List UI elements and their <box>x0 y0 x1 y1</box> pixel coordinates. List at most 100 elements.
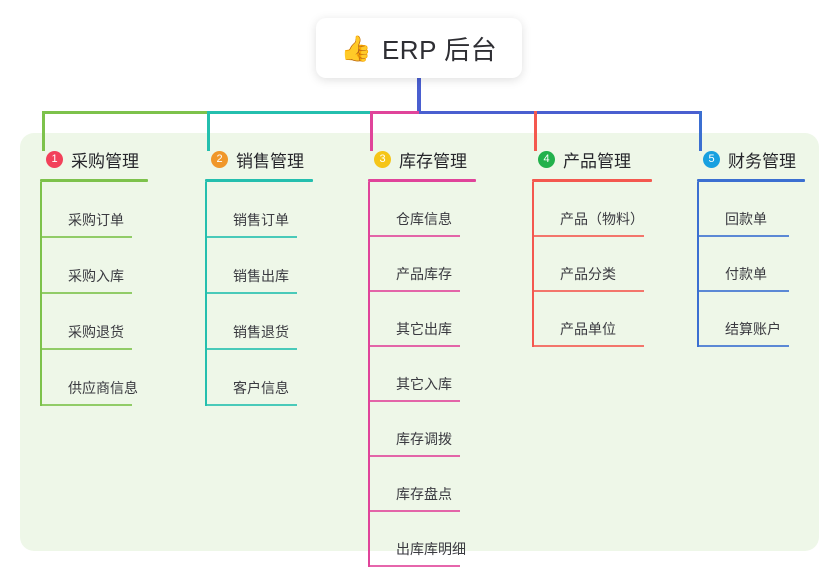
modules-panel <box>20 133 819 551</box>
module-item-label: 回款单 <box>725 211 767 227</box>
module-title-5: 财务管理 <box>728 151 796 171</box>
module-item[interactable]: 库存盘点 <box>368 457 476 512</box>
module-item-label: 采购退货 <box>68 324 124 340</box>
module-item[interactable]: 库存调拨 <box>368 402 476 457</box>
module-item[interactable]: 其它入库 <box>368 347 476 402</box>
module-header-5[interactable]: 5 财务管理 <box>697 146 805 172</box>
module-item-label: 仓库信息 <box>396 211 452 227</box>
module-item-label: 库存调拨 <box>396 431 452 447</box>
module-item-list-2: 销售订单销售出库销售退货客户信息 <box>205 182 313 406</box>
module-item[interactable]: 销售退货 <box>205 294 313 350</box>
module-title-1: 采购管理 <box>71 151 139 171</box>
module-item-rule <box>368 510 460 512</box>
drop-line-5 <box>699 111 702 151</box>
module-item-rule <box>697 345 789 347</box>
module-item-label: 结算账户 <box>725 321 781 337</box>
module-item-rule <box>532 290 644 292</box>
module-item[interactable]: 出库库明细 <box>368 512 476 567</box>
module-spine-1 <box>40 182 42 406</box>
module-item[interactable]: 回款单 <box>697 182 805 237</box>
module-header-rule-3 <box>368 179 476 182</box>
module-item-label: 库存盘点 <box>396 486 452 502</box>
module-item-rule <box>368 565 460 567</box>
module-item[interactable]: 产品（物料） <box>532 182 652 237</box>
module-item-label: 采购入库 <box>68 268 124 284</box>
drop-line-1 <box>42 111 45 151</box>
module-item-rule <box>205 404 297 406</box>
module-item-rule <box>368 400 460 402</box>
module-item-rule <box>532 345 644 347</box>
module-item-label: 产品单位 <box>560 321 616 337</box>
module-item-label: 其它入库 <box>396 376 452 392</box>
module-item-rule <box>40 236 132 238</box>
module-item[interactable]: 销售订单 <box>205 182 313 238</box>
module-item[interactable]: 仓库信息 <box>368 182 476 237</box>
module-item-label: 其它出库 <box>396 321 452 337</box>
module-header-rule-1 <box>40 179 148 182</box>
drop-line-3 <box>370 111 373 151</box>
module-header-1[interactable]: 1 采购管理 <box>40 146 148 172</box>
module-item-label: 供应商信息 <box>68 380 138 396</box>
trunk-line <box>417 78 421 114</box>
module-badge-4: 4 <box>538 150 555 168</box>
module-item[interactable]: 销售出库 <box>205 238 313 294</box>
module-spine-2 <box>205 182 207 406</box>
module-item-label: 产品分类 <box>560 266 616 282</box>
module-item-rule <box>697 235 789 237</box>
module-header-rule-4 <box>532 179 652 182</box>
module-title-3: 库存管理 <box>399 151 467 171</box>
bus-segment-0 <box>42 111 207 114</box>
page-title: ERP 后台 <box>381 34 498 65</box>
module-item[interactable]: 采购订单 <box>40 182 148 238</box>
module-item[interactable]: 产品库存 <box>368 237 476 292</box>
module-item-label: 付款单 <box>725 266 767 282</box>
bus-segment-right <box>419 111 702 114</box>
module-item-list-4: 产品（物料） 产品分类产品单位 <box>532 182 652 347</box>
module-header-rule-2 <box>205 179 313 182</box>
module-badge-3: 3 <box>374 150 391 168</box>
module-item[interactable]: 产品单位 <box>532 292 652 347</box>
module-item-rule <box>368 345 460 347</box>
module-item-list-3: 仓库信息产品库存其它出库其它入库库存调拨库存盘点出库库明细 <box>368 182 476 567</box>
module-item-rule <box>532 235 644 237</box>
module-item[interactable]: 结算账户 <box>697 292 805 347</box>
module-item-label: 客户信息 <box>233 380 289 396</box>
module-badge-1: 1 <box>46 150 63 168</box>
module-column-1: 1 采购管理采购订单采购入库采购退货供应商信息 <box>40 146 148 406</box>
module-item-label: 出库库明细 <box>396 541 466 557</box>
module-item-rule <box>205 236 297 238</box>
bus-segment-2 <box>207 111 373 114</box>
module-item-rule <box>697 290 789 292</box>
drop-line-4 <box>534 111 537 151</box>
module-item-label: 销售订单 <box>233 212 289 228</box>
module-item[interactable]: 供应商信息 <box>40 350 148 406</box>
module-item-label: 销售出库 <box>233 268 289 284</box>
module-spine-5 <box>697 182 699 347</box>
module-title-2: 销售管理 <box>236 151 304 171</box>
module-item-rule <box>368 455 460 457</box>
module-item[interactable]: 客户信息 <box>205 350 313 406</box>
module-spine-3 <box>368 182 370 567</box>
module-item-rule <box>368 235 460 237</box>
module-item-rule <box>40 292 132 294</box>
module-column-3: 3 库存管理仓库信息产品库存其它出库其它入库库存调拨库存盘点出库库明细 <box>368 146 476 567</box>
module-header-rule-5 <box>697 179 805 182</box>
module-item[interactable]: 产品分类 <box>532 237 652 292</box>
module-item[interactable]: 采购入库 <box>40 238 148 294</box>
module-item[interactable]: 付款单 <box>697 237 805 292</box>
module-badge-5: 5 <box>703 150 720 168</box>
root-title-card[interactable]: 👍 ERP 后台 <box>316 18 522 78</box>
thumbs-up-icon: 👍 <box>340 33 372 63</box>
module-item-rule <box>205 292 297 294</box>
module-header-3[interactable]: 3 库存管理 <box>368 146 476 172</box>
module-item[interactable]: 采购退货 <box>40 294 148 350</box>
module-item-rule <box>205 348 297 350</box>
module-item-label: 产品库存 <box>396 266 452 282</box>
module-item-list-5: 回款单付款单结算账户 <box>697 182 805 347</box>
module-item[interactable]: 其它出库 <box>368 292 476 347</box>
